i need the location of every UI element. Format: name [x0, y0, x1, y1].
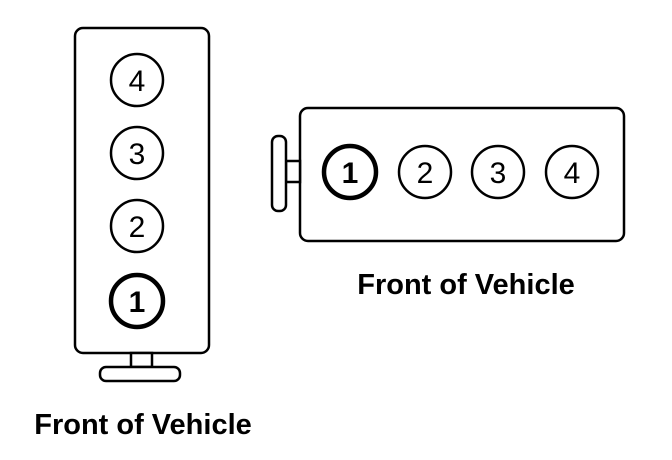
- right-engine-pulley: [270, 134, 288, 213]
- left-engine-pulley: [98, 365, 182, 383]
- right-cylinder-1: 1: [321, 143, 379, 201]
- left-cylinder-label: 4: [129, 65, 146, 98]
- left-cylinder-1: 1: [108, 272, 166, 330]
- right-cylinder-label: 3: [490, 157, 507, 190]
- right-engine-caption: Front of Vehicle: [357, 269, 575, 301]
- right-engine-pulley-shaft: [284, 159, 302, 184]
- left-cylinder-label: 3: [129, 138, 146, 171]
- right-cylinder-4: 4: [544, 144, 600, 200]
- left-cylinder-2: 2: [109, 198, 165, 254]
- right-engine: 1 2 3 4 Front of Vehicle: [270, 106, 626, 301]
- left-cylinder-label: 1: [129, 286, 146, 319]
- left-cylinder-4: 4: [109, 52, 165, 108]
- left-engine-caption: Front of Vehicle: [34, 409, 252, 441]
- left-cylinder-3: 3: [109, 125, 165, 181]
- left-cylinder-label: 2: [129, 211, 146, 244]
- right-cylinder-label: 4: [564, 157, 581, 190]
- right-cylinder-3: 3: [470, 144, 526, 200]
- left-engine: 4 3 2 1 Front of Vehicle: [34, 26, 252, 441]
- right-cylinder-2: 2: [397, 144, 453, 200]
- right-cylinder-label: 2: [417, 157, 434, 190]
- left-engine-pulley-shaft: [129, 351, 154, 369]
- right-cylinder-label: 1: [342, 157, 359, 190]
